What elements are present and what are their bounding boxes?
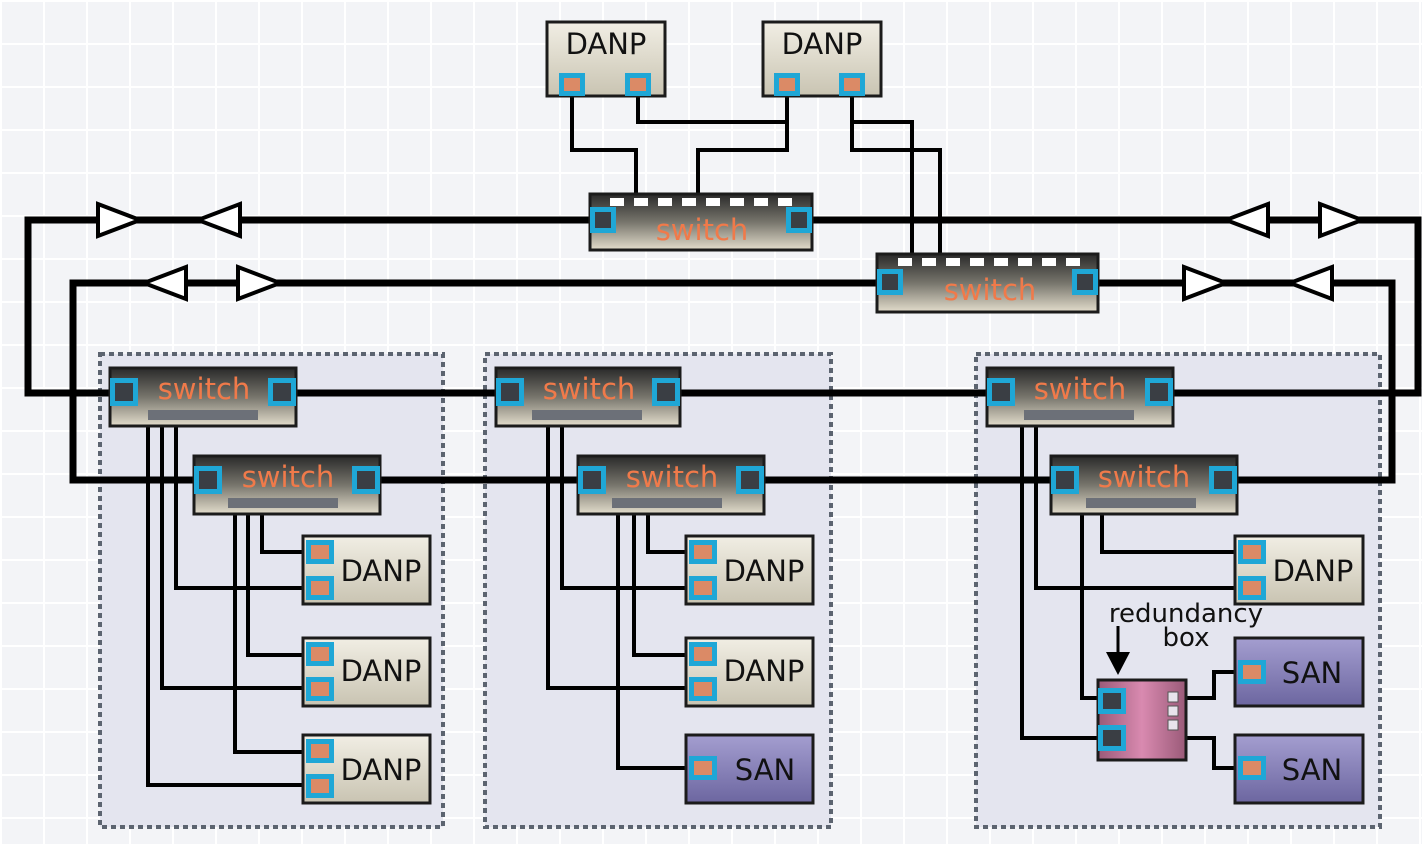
redundancy-box-label-2: box	[1163, 623, 1210, 653]
switch-group1-lower: switch	[192, 454, 382, 516]
switch-group3-upper: switch	[985, 366, 1175, 428]
switch-label: switch	[1034, 372, 1127, 406]
switch-label: switch	[626, 460, 719, 494]
danp-device-g2-1: DANP	[684, 534, 815, 606]
danp-label: DANP	[341, 554, 422, 588]
san-label: SAN	[1282, 753, 1342, 787]
switch-group2-lower: switch	[576, 454, 766, 516]
danp-label: DANP	[566, 27, 647, 61]
san-device-g3-2: SAN	[1233, 733, 1365, 805]
switch-label: switch	[944, 273, 1037, 307]
arrow-right-icon	[1318, 201, 1368, 239]
san-label: SAN	[1282, 656, 1342, 690]
danp-device-g2-2: DANP	[684, 636, 815, 708]
switch-group3-lower: switch	[1049, 454, 1239, 516]
redundancy-box-device	[1096, 678, 1188, 762]
danp-device-g3-1: DANP	[1233, 534, 1365, 606]
redundancy-box-annotation: redundancy box	[1106, 599, 1263, 675]
arrow-right-icon	[96, 201, 146, 239]
arrow-left-icon	[192, 201, 242, 239]
connections	[146, 88, 1250, 787]
switch-label: switch	[543, 372, 636, 406]
san-device-g3-1: SAN	[1233, 636, 1365, 708]
danp-device-g1-1: DANP	[301, 534, 432, 606]
danp-label: DANP	[724, 554, 805, 588]
danp-device-g1-3: DANP	[301, 733, 432, 805]
arrow-left-icon	[1284, 264, 1334, 302]
danp-device-g1-2: DANP	[301, 636, 432, 708]
san-label: SAN	[735, 753, 795, 787]
switch-group2-upper: switch	[494, 366, 682, 428]
switch-label: switch	[158, 372, 251, 406]
danp-label: DANP	[782, 27, 863, 61]
danp-label: DANP	[724, 654, 805, 688]
switch-ring-1: switch	[588, 192, 814, 252]
danp-label: DANP	[341, 753, 422, 787]
danp-label: DANP	[1273, 554, 1354, 588]
switch-label: switch	[1098, 460, 1191, 494]
arrow-left-icon	[1220, 201, 1270, 239]
danp-device-top-2: DANP	[761, 20, 883, 98]
arrow-down-icon	[1106, 652, 1130, 675]
arrow-left-icon	[138, 264, 188, 302]
arrow-right-icon	[236, 264, 286, 302]
ring-direction-arrows	[96, 201, 1368, 302]
san-device-g2: SAN	[684, 733, 815, 805]
switch-ring-2: switch	[875, 252, 1100, 314]
switch-group1-upper: switch	[108, 366, 298, 428]
arrow-right-icon	[1182, 264, 1232, 302]
redundancy-box-label-1: redundancy	[1109, 599, 1263, 629]
danp-label: DANP	[341, 654, 422, 688]
danp-device-top-1: DANP	[545, 20, 667, 98]
switch-label: switch	[242, 460, 335, 494]
switch-label: switch	[656, 213, 749, 247]
